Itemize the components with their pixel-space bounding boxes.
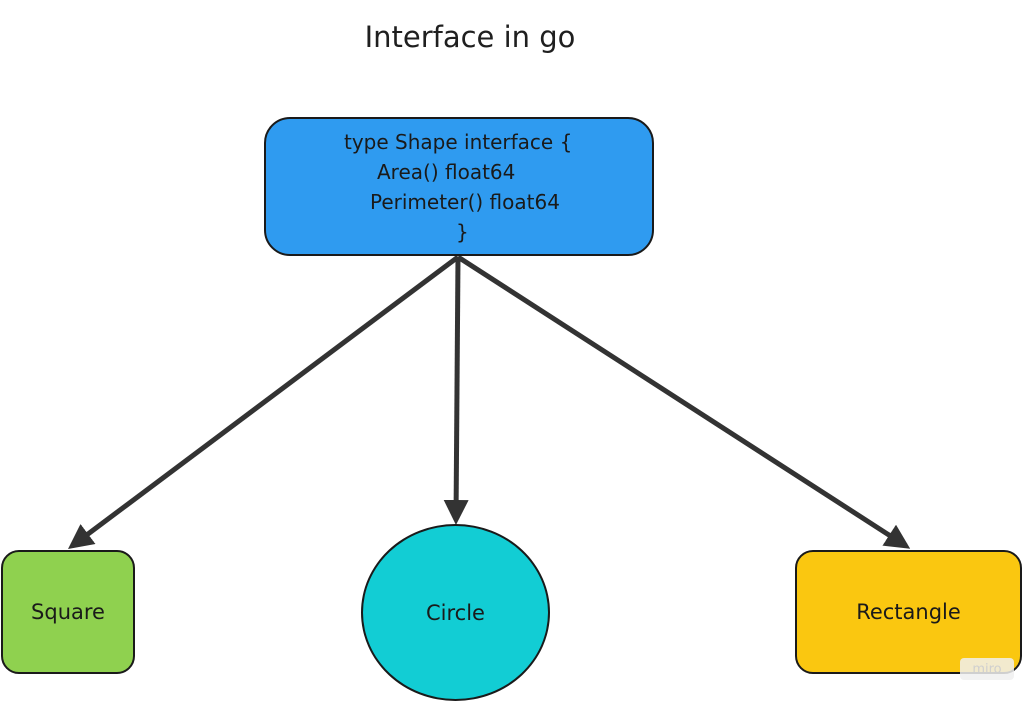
shape-interface-node[interactable]: type Shape interface { Area() float64 Pe… [264, 117, 654, 256]
square-node[interactable]: Square [1, 550, 135, 674]
circle-label: Circle [426, 600, 485, 625]
circle-node[interactable]: Circle [361, 524, 550, 701]
rectangle-node[interactable]: Rectangle [795, 550, 1022, 674]
interface-code-line: } [456, 219, 469, 244]
interface-code-line: Area() float64 [377, 159, 516, 184]
edge-interface-to-circle [443, 256, 469, 525]
rectangle-label: Rectangle [856, 600, 961, 624]
edge-interface-to-square [67, 254, 460, 549]
interface-code-line: type Shape interface { [344, 129, 573, 154]
square-label: Square [31, 600, 105, 624]
edge-interface-to-rectangle [456, 254, 911, 549]
interface-code-line: Perimeter() float64 [370, 189, 560, 214]
diagram-title: Interface in go [364, 20, 576, 54]
watermark-logo: miro [960, 658, 1014, 680]
